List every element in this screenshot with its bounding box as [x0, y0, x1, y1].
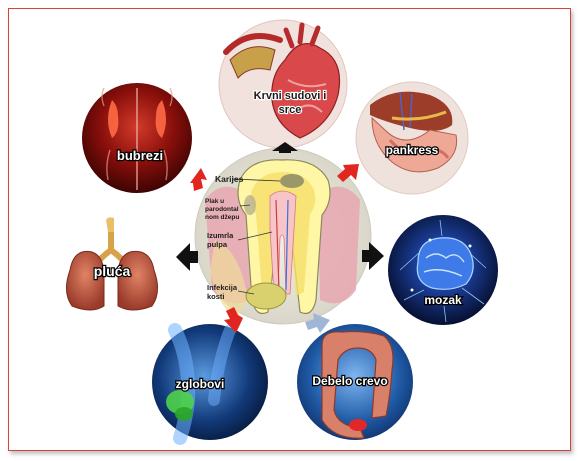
arrow-to-heart: [272, 142, 298, 153]
center-tooth-illustration: Karijes Plak u parodontal nom džepu Izum…: [194, 147, 372, 325]
arrows: [176, 142, 384, 333]
arrow-to-pancreas: [337, 164, 359, 182]
organ-pancreas: pankress: [355, 81, 469, 195]
label-karijes: Karijes: [215, 174, 244, 184]
label-plak-line2: parodontal: [205, 206, 239, 213]
label-kidneys: bubrezi: [117, 148, 163, 163]
arrow-to-kidneys: [190, 168, 207, 191]
label-brain: mozak: [424, 293, 462, 307]
label-plak-line1: Plak u: [205, 198, 224, 205]
label-infekcija-line1: Infekcija: [207, 283, 238, 292]
label-heart-line1: Krvni sudovi i: [254, 90, 327, 102]
organ-brain: mozak: [388, 215, 498, 325]
label-joints: zglobovi: [176, 377, 225, 391]
label-izumrla-line2: pulpa: [207, 240, 228, 249]
organ-lungs: pluća: [66, 217, 158, 311]
organ-joints: zglobovi: [152, 323, 268, 445]
arrow-to-colon: [305, 313, 330, 333]
label-colon: Debelo crevo: [312, 374, 387, 388]
label-izumrla-line1: Izumrla: [207, 231, 234, 240]
label-heart-line2: srce: [279, 104, 302, 116]
arrow-to-joints: [224, 307, 243, 333]
label-pancreas: pankress: [386, 143, 439, 157]
label-lungs: pluća: [94, 263, 131, 279]
label-plak-line3: nom džepu: [205, 214, 239, 221]
label-infekcija-line2: kosti: [207, 292, 225, 301]
arrow-to-lungs: [176, 243, 198, 271]
organ-heart: Krvni sudovi i srce: [218, 19, 348, 149]
organ-colon: Debelo crevo: [297, 324, 413, 440]
arrow-to-brain: [362, 242, 384, 270]
organ-kidneys: bubrezi: [82, 83, 192, 193]
